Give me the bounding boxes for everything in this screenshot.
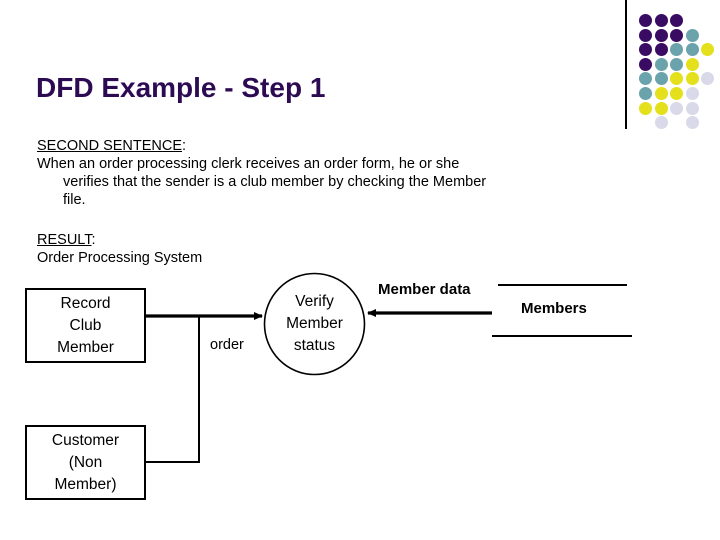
result-label: RESULT [37,232,92,248]
flow-label-order: order [210,337,244,353]
page-title: DFD Example - Step 1 [36,72,326,103]
second-sentence-line-3: file. [63,192,86,208]
decorative-dot [654,101,668,115]
decorative-dot [685,43,699,57]
node-line: Record [60,294,111,312]
second-sentence-block: SECOND SENTENCE: When an order processin… [37,137,597,209]
decorative-dot [639,72,652,86]
flow-label-member-data: Member data [378,281,471,298]
second-sentence-line-2: verifies that the sender is a club membe… [63,174,487,190]
node-line: (Non [68,453,103,471]
decorative-dot [685,57,699,71]
decorative-dot [701,43,715,57]
dfd-node-customer-non-member: Customer (Non Member) [25,425,146,500]
decorative-dot [654,28,668,42]
node-line: status [293,337,336,354]
dfd-node-record-club-member: Record Club Member [25,288,146,363]
flow-customer-connector [146,317,200,463]
decorative-dot [654,116,668,130]
result-colon: : [91,232,96,248]
decorative-dot [670,28,684,42]
decorative-dot [670,57,684,71]
decorative-dot [670,72,684,86]
second-sentence-paragraph: When an order processing clerk receives … [37,155,597,209]
ellipse-shape [263,272,366,376]
node-line: Member [286,315,343,332]
decorative-dot [654,72,668,86]
decorative-dot [670,14,684,27]
decorative-dot [670,87,684,100]
decorative-dot [670,101,684,115]
node-line: Member [57,338,114,356]
second-sentence-label: SECOND SENTENCE [37,138,183,154]
decorative-dot [701,72,715,86]
node-line: Club [69,316,102,334]
second-sentence-heading: SECOND SENTENCE: [37,137,597,155]
decorative-dot [685,101,699,115]
decorative-dot [639,28,652,42]
node-line: Customer [51,431,120,449]
decorative-dot [685,28,699,42]
decorative-dot [639,101,652,115]
decorative-dot [685,87,699,100]
second-sentence-colon: : [182,138,187,154]
dfd-node-verify-member-status: Verify Member status [263,272,366,376]
node-line: Verify [295,293,334,310]
node-line: Member) [54,475,117,493]
decorative-dot [639,87,652,100]
decorative-dot [654,43,668,57]
decorative-dot [685,72,699,86]
ellipse-label: Verify Member status [263,272,366,376]
decorative-dot [639,43,652,57]
result-block: RESULT: Order Processing System [37,231,367,267]
decorative-dot [639,57,652,71]
decorative-dot [654,14,668,27]
data-store-label-members: Members [521,300,587,317]
decorative-dot [654,87,668,100]
decorative-dot [639,14,652,27]
result-heading: RESULT: [37,231,367,249]
second-sentence-line-1: When an order processing clerk receives … [37,156,460,172]
result-value: Order Processing System [37,250,203,266]
decorative-dot [670,43,684,57]
decorative-vertical-rule [625,0,627,129]
decorative-dot [654,57,668,71]
decorative-dot [685,116,699,130]
